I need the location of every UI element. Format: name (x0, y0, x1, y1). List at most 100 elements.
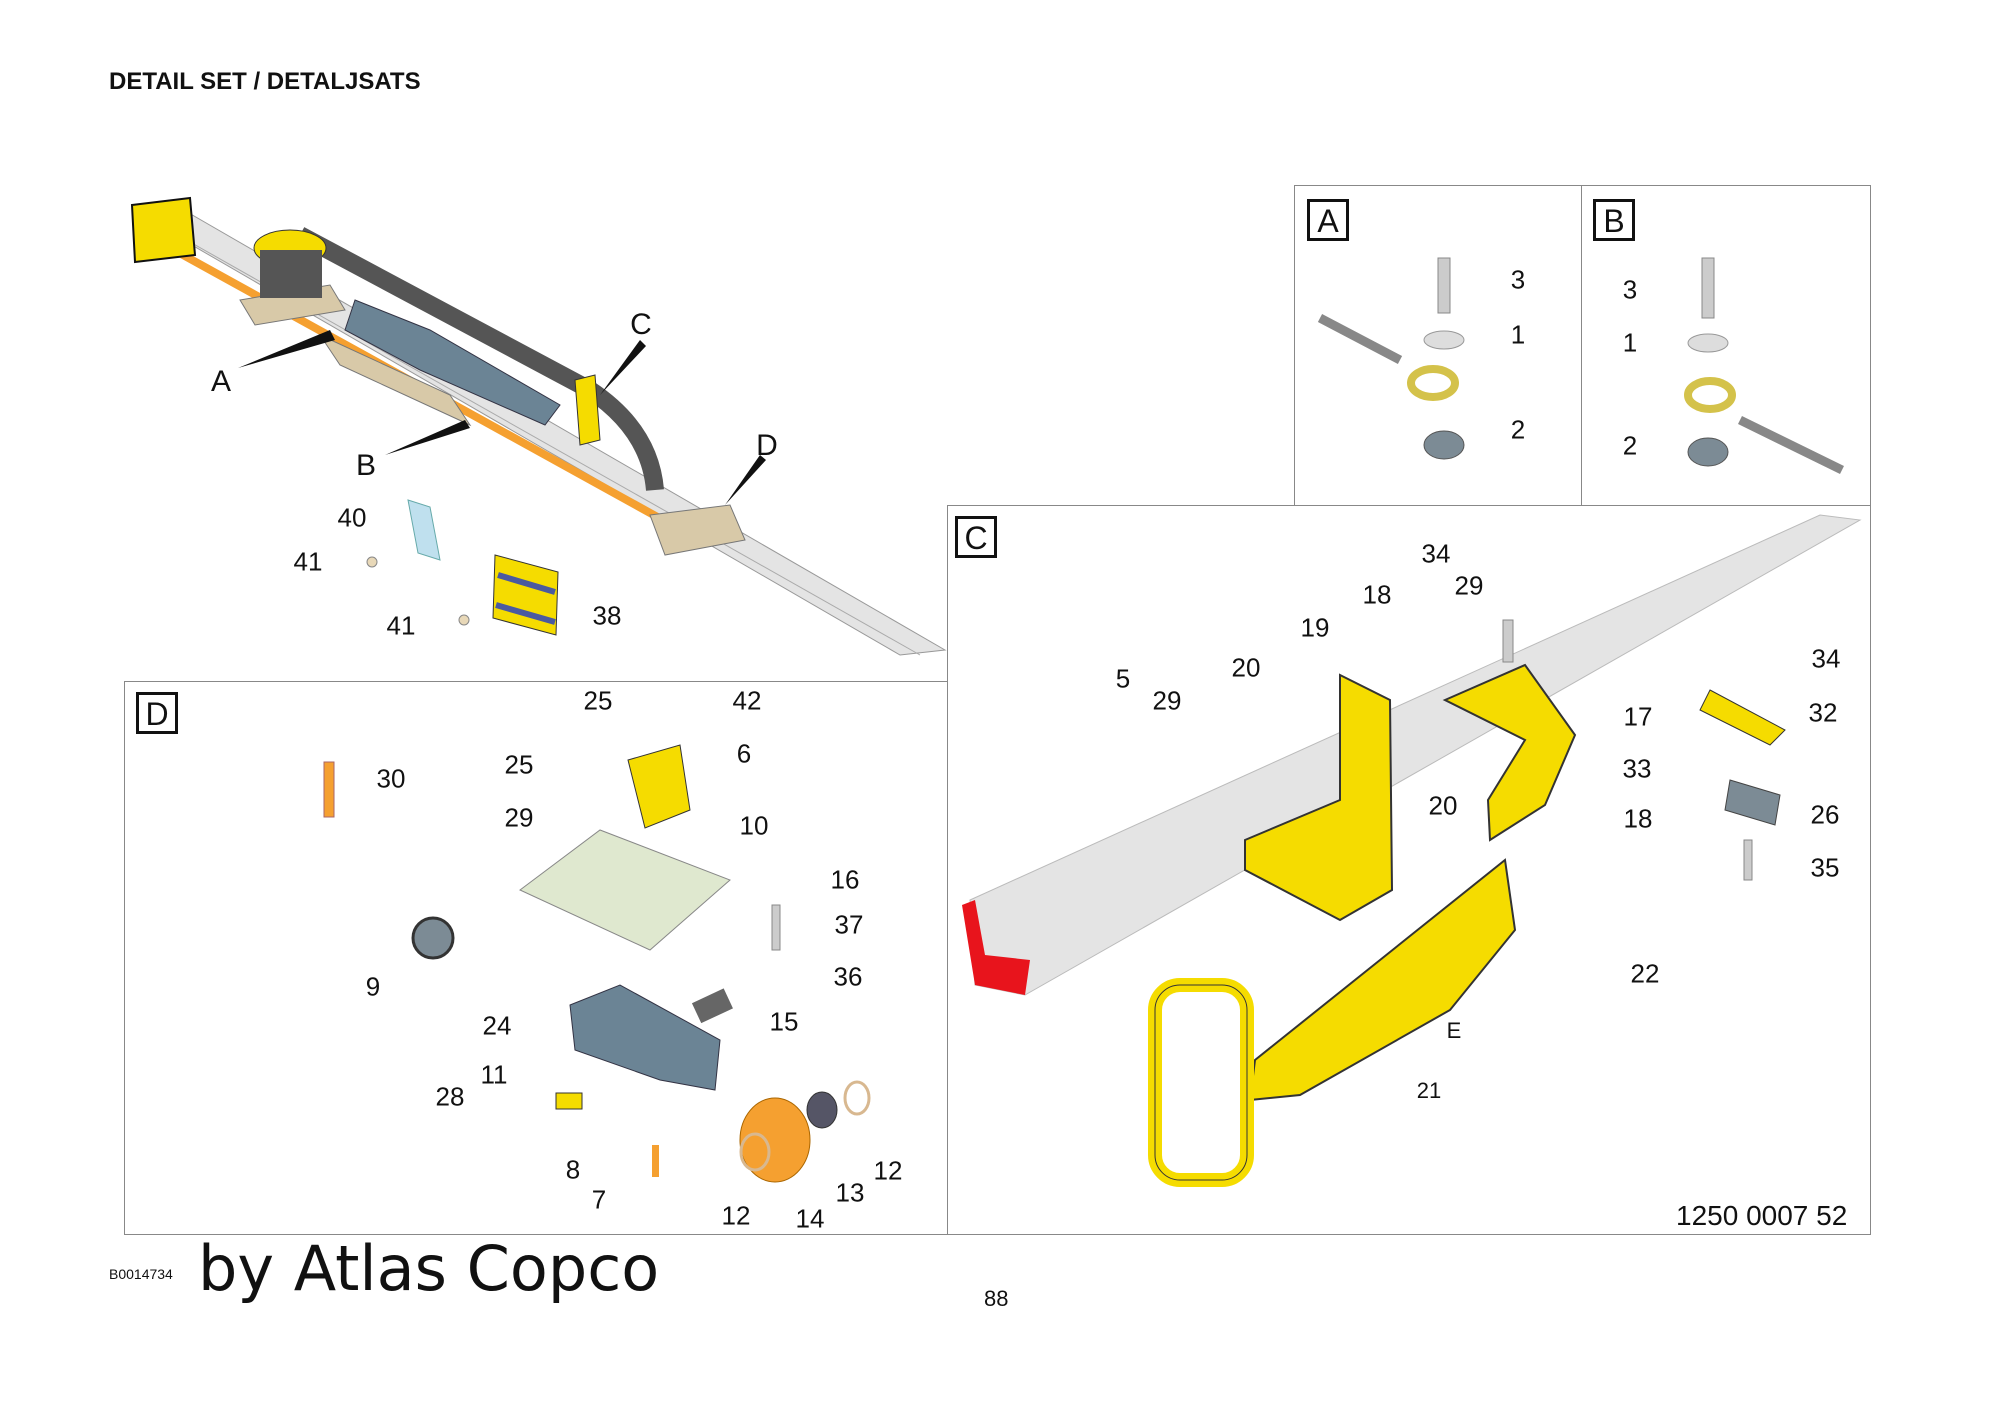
bolt-a (1437, 257, 1451, 314)
part-label: 18 (1623, 803, 1653, 834)
beam-profile-end (962, 900, 1030, 995)
part-label: 10 (739, 810, 769, 841)
part-label: 38 (592, 600, 622, 631)
part-label: 29 (1454, 570, 1484, 601)
washer-a (1423, 330, 1465, 350)
part-label: 12 (721, 1200, 751, 1231)
pin-30 (323, 761, 335, 818)
overview-arrow-c (600, 340, 646, 395)
part-label: 34 (1811, 643, 1841, 674)
bracket-19 (1244, 673, 1394, 922)
nut-b (1687, 437, 1729, 467)
washer-b (1687, 333, 1729, 353)
bolt-b (1701, 257, 1715, 319)
wire-rope-a (1317, 314, 1403, 364)
part-label: 8 (565, 1154, 581, 1185)
part-label: 20 (1428, 790, 1458, 821)
rope-eye-b (1684, 377, 1736, 413)
part-label: 20 (1231, 652, 1261, 683)
ring-12 (739, 1132, 771, 1172)
stud-37 (771, 904, 781, 951)
page-number: 88 (984, 1286, 1009, 1311)
part-label: 6 (736, 738, 752, 769)
part-label: 13 (835, 1177, 865, 1208)
part-label: 30 (376, 763, 406, 794)
housing-24 (569, 984, 721, 1091)
part-label: 14 (795, 1203, 825, 1234)
arm-21 (1248, 858, 1517, 1102)
bracket-17 (1442, 663, 1577, 842)
part-label: 34 (1421, 538, 1451, 569)
panel-c-tag: C (955, 516, 997, 558)
part-label: 1 (1510, 319, 1526, 350)
part-label: 19 (1300, 612, 1330, 643)
overview-end-bracket (130, 196, 197, 264)
bushing-13 (806, 1091, 838, 1129)
clamp-26 (1724, 779, 1781, 826)
overview-arrow-d (725, 455, 766, 505)
part-label: 33 (1622, 753, 1652, 784)
part-label: 37 (834, 909, 864, 940)
panel-a-tag: A (1307, 199, 1349, 241)
part-label: 40 (337, 502, 367, 533)
pin-7 (652, 1145, 659, 1177)
page-title: DETAIL SET / DETALJSATS (109, 68, 421, 95)
nut-a (1423, 430, 1465, 460)
image-code: B0014734 (109, 1266, 173, 1282)
feed-beam (969, 514, 1862, 996)
overview-rock-drill (344, 299, 561, 426)
overview-centralizer-d (649, 504, 746, 556)
part-label: 25 (504, 749, 534, 780)
overview-hose-reel-body (260, 250, 322, 298)
part-label: 42 (732, 685, 762, 716)
wire-rope-b (1738, 415, 1844, 475)
panel-b-tag: B (1593, 199, 1635, 241)
part-label: 29 (1152, 685, 1182, 716)
part-label: 7 (591, 1184, 607, 1215)
bolt-35 (1743, 839, 1753, 881)
watermark: by Atlas Copco (198, 1232, 660, 1305)
part-label: 22 (1630, 958, 1660, 989)
part-label: 28 (435, 1081, 465, 1112)
part-label: 3 (1622, 274, 1638, 305)
overview-arrow-b (385, 420, 470, 455)
part-label: 5 (1115, 663, 1131, 694)
detail-panel-d (124, 681, 948, 1235)
callout-d: D (756, 429, 778, 462)
part-label: 18 (1362, 579, 1392, 610)
instruction-plate (407, 499, 441, 561)
callout-b: B (355, 449, 377, 482)
part-label: 41 (386, 610, 416, 641)
part-label: 16 (830, 864, 860, 895)
part-label: 21 (1416, 1078, 1442, 1103)
rope-eye-a (1407, 365, 1459, 401)
bearing-9 (411, 916, 455, 960)
overview-arrow-a (238, 330, 335, 368)
part-label: 11 (480, 1059, 508, 1090)
part-label: 15 (769, 1006, 799, 1037)
handle-e (1148, 978, 1254, 1187)
part-label: 3 (1510, 264, 1526, 295)
roller-14 (739, 1097, 811, 1183)
bolt-18 (1502, 619, 1514, 663)
plate-10 (519, 829, 731, 951)
part-label: 29 (504, 802, 534, 833)
overview-cradle-b (318, 333, 472, 427)
part-label: 12 (873, 1155, 903, 1186)
overview-hose-support (574, 374, 601, 446)
part-label: 36 (833, 961, 863, 992)
sleeve-15 (691, 988, 733, 1024)
atlas-copco-plate (492, 554, 559, 636)
callout-c: C (630, 308, 652, 341)
part-label: E (1446, 1018, 1462, 1043)
part-number: 1250 0007 52 (1676, 1200, 1848, 1231)
part-label: 2 (1622, 430, 1638, 461)
part-label: 9 (365, 971, 381, 1002)
bracket-6 (627, 744, 691, 829)
callout-a: A (210, 365, 232, 398)
plate-11 (555, 1092, 583, 1110)
panel-d-tag: D (136, 692, 178, 734)
clamp-32 (1699, 689, 1786, 746)
